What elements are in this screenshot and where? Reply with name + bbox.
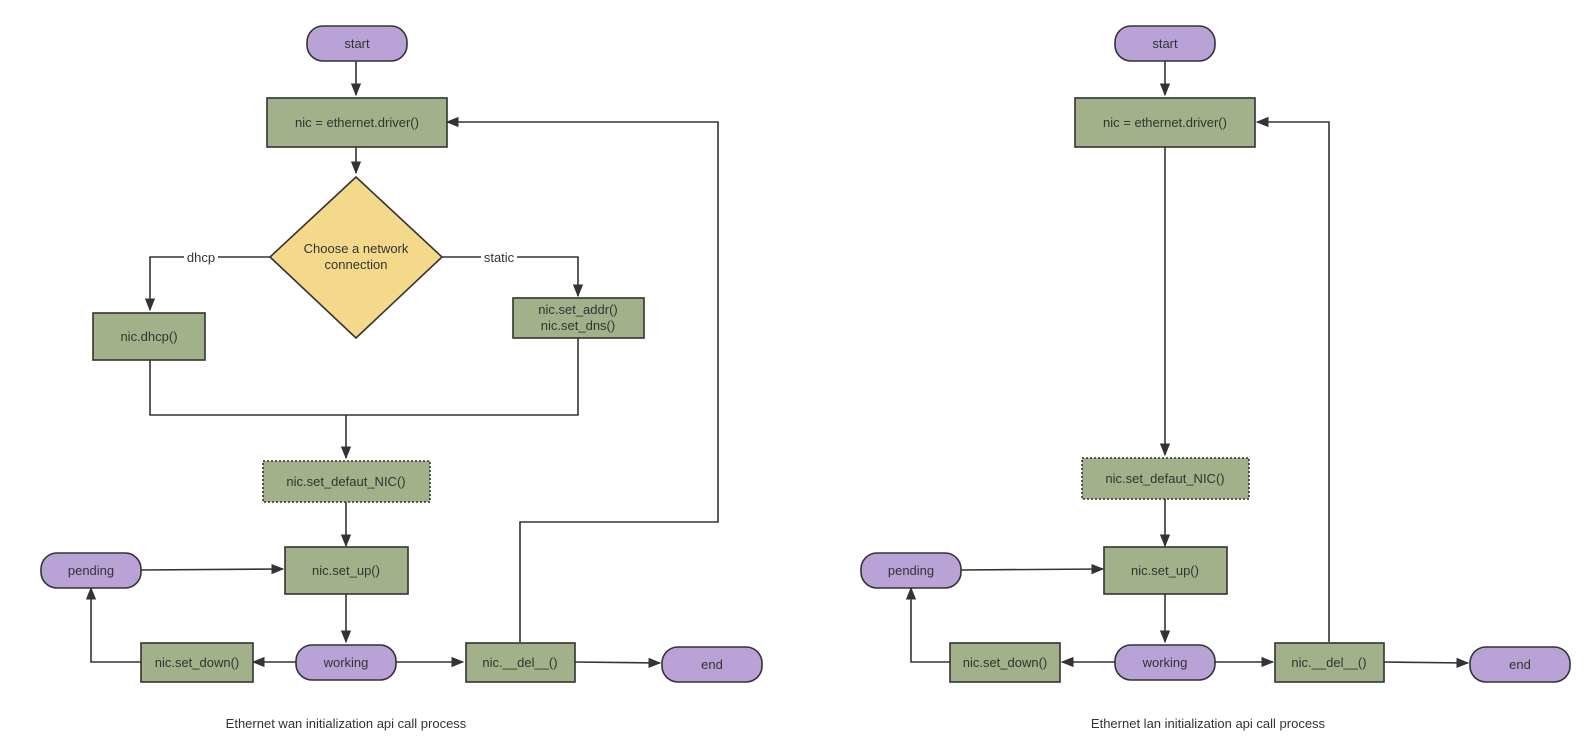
wan-caption: Ethernet wan initialization api call pro…	[226, 716, 467, 731]
lan-edge-del-driver-loop	[1255, 116, 1330, 642]
lan-setup-node: nic.set_up()	[1103, 546, 1228, 595]
lan-driver-node: nic = ethernet.driver()	[1074, 97, 1256, 148]
lan-setup-label: nic.set_up()	[1131, 563, 1199, 578]
lan-setdefault-node: nic.set_defaut_NIC()	[1081, 457, 1250, 500]
wan-dhcp-label: dhcp	[187, 250, 215, 265]
wan-working-label: working	[323, 655, 369, 670]
wan-setdefault-shape	[262, 460, 431, 503]
wan-driver-node: nic = ethernet.driver()	[266, 97, 448, 148]
wan-edge-del-driver-loop	[445, 116, 719, 642]
wan-edge-decision-dhcp	[144, 256, 270, 312]
wan-flowchart: dhcp static start nic = ethernet.driver(…	[40, 25, 763, 731]
lan-end-node: end	[1469, 646, 1571, 683]
lan-start-label: start	[1152, 36, 1178, 51]
lan-setdown-shape	[949, 642, 1061, 683]
lan-working-label: working	[1142, 655, 1188, 670]
wan-static-call-line2: nic.set_dns()	[541, 318, 615, 333]
lan-del-shape	[1274, 642, 1385, 683]
wan-static-label-bg	[481, 249, 517, 265]
wan-decision-node: Choose a network connection	[268, 175, 444, 340]
wan-end-node: end	[661, 646, 763, 683]
wan-static-shape	[512, 297, 645, 339]
lan-end-label: end	[1509, 657, 1531, 672]
lan-driver-shape	[1074, 97, 1256, 148]
wan-connectors	[85, 61, 719, 668]
wan-start-node: start	[306, 25, 408, 62]
lan-driver-label: nic = ethernet.driver()	[1103, 115, 1227, 130]
wan-setdown-node: nic.set_down()	[140, 642, 254, 683]
lan-working-node: working	[1114, 644, 1216, 681]
wan-end-label: end	[701, 657, 723, 672]
lan-start-shape	[1114, 25, 1216, 62]
lan-pending-label: pending	[888, 563, 934, 578]
wan-edge-setdown-pending	[85, 586, 141, 663]
wan-start-shape	[306, 25, 408, 62]
wan-working-node: working	[295, 644, 397, 681]
wan-pending-node: pending	[40, 552, 142, 589]
lan-edge-pending-setup	[960, 563, 1105, 575]
wan-setdown-label: nic.set_down()	[155, 655, 240, 670]
wan-setdefault-node: nic.set_defaut_NIC()	[262, 460, 431, 503]
lan-setdown-node: nic.set_down()	[949, 642, 1061, 683]
wan-dhcp-node: nic.dhcp()	[92, 312, 206, 361]
lan-edge-setdown-pending	[905, 586, 950, 663]
wan-pending-label: pending	[68, 563, 114, 578]
lan-pending-node: pending	[860, 552, 962, 589]
wan-end-shape	[661, 646, 763, 683]
wan-setup-shape	[284, 546, 409, 595]
wan-del-label: nic.__del__()	[482, 655, 557, 670]
wan-del-shape	[465, 642, 576, 683]
lan-pending-shape	[860, 552, 962, 589]
wan-setup-node: nic.set_up()	[284, 546, 409, 595]
wan-decision-label-line1: Choose a network	[304, 241, 409, 256]
wan-static-label: static	[484, 250, 515, 265]
lan-setdown-label: nic.set_down()	[963, 655, 1048, 670]
lan-connectors	[905, 61, 1470, 668]
wan-driver-shape	[266, 97, 448, 148]
wan-dhcp-label-bg	[184, 249, 218, 265]
lan-end-shape	[1469, 646, 1571, 683]
lan-flowchart: start nic = ethernet.driver() nic.set_de…	[860, 25, 1571, 731]
lan-setup-shape	[1103, 546, 1228, 595]
lan-start-node: start	[1114, 25, 1216, 62]
lan-del-label: nic.__del__()	[1291, 655, 1366, 670]
wan-setdefault-label: nic.set_defaut_NIC()	[286, 474, 405, 489]
wan-decision-shape	[268, 175, 444, 340]
wan-start-label: start	[344, 36, 370, 51]
wan-working-shape	[295, 644, 397, 681]
lan-caption: Ethernet lan initialization api call pro…	[1091, 716, 1326, 731]
wan-static-call-line1: nic.set_addr()	[538, 302, 617, 317]
wan-dhcp-call-label: nic.dhcp()	[120, 329, 177, 344]
lan-setdefault-shape	[1081, 457, 1250, 500]
wan-setup-label: nic.set_up()	[312, 563, 380, 578]
wan-edge-pending-setup	[140, 563, 285, 575]
wan-static-node: nic.set_addr() nic.set_dns()	[512, 297, 645, 339]
wan-setdown-shape	[140, 642, 254, 683]
lan-working-shape	[1114, 644, 1216, 681]
wan-driver-label: nic = ethernet.driver()	[295, 115, 419, 130]
wan-edge-merge	[149, 338, 579, 416]
lan-del-node: nic.__del__()	[1274, 642, 1385, 683]
wan-dhcp-shape	[92, 312, 206, 361]
wan-del-node: nic.__del__()	[465, 642, 576, 683]
lan-edge-del-end	[1383, 657, 1470, 668]
wan-decision-label-line2: connection	[325, 257, 388, 272]
wan-edge-del-end	[574, 657, 662, 668]
lan-setdefault-label: nic.set_defaut_NIC()	[1105, 471, 1224, 486]
wan-pending-shape	[40, 552, 142, 589]
